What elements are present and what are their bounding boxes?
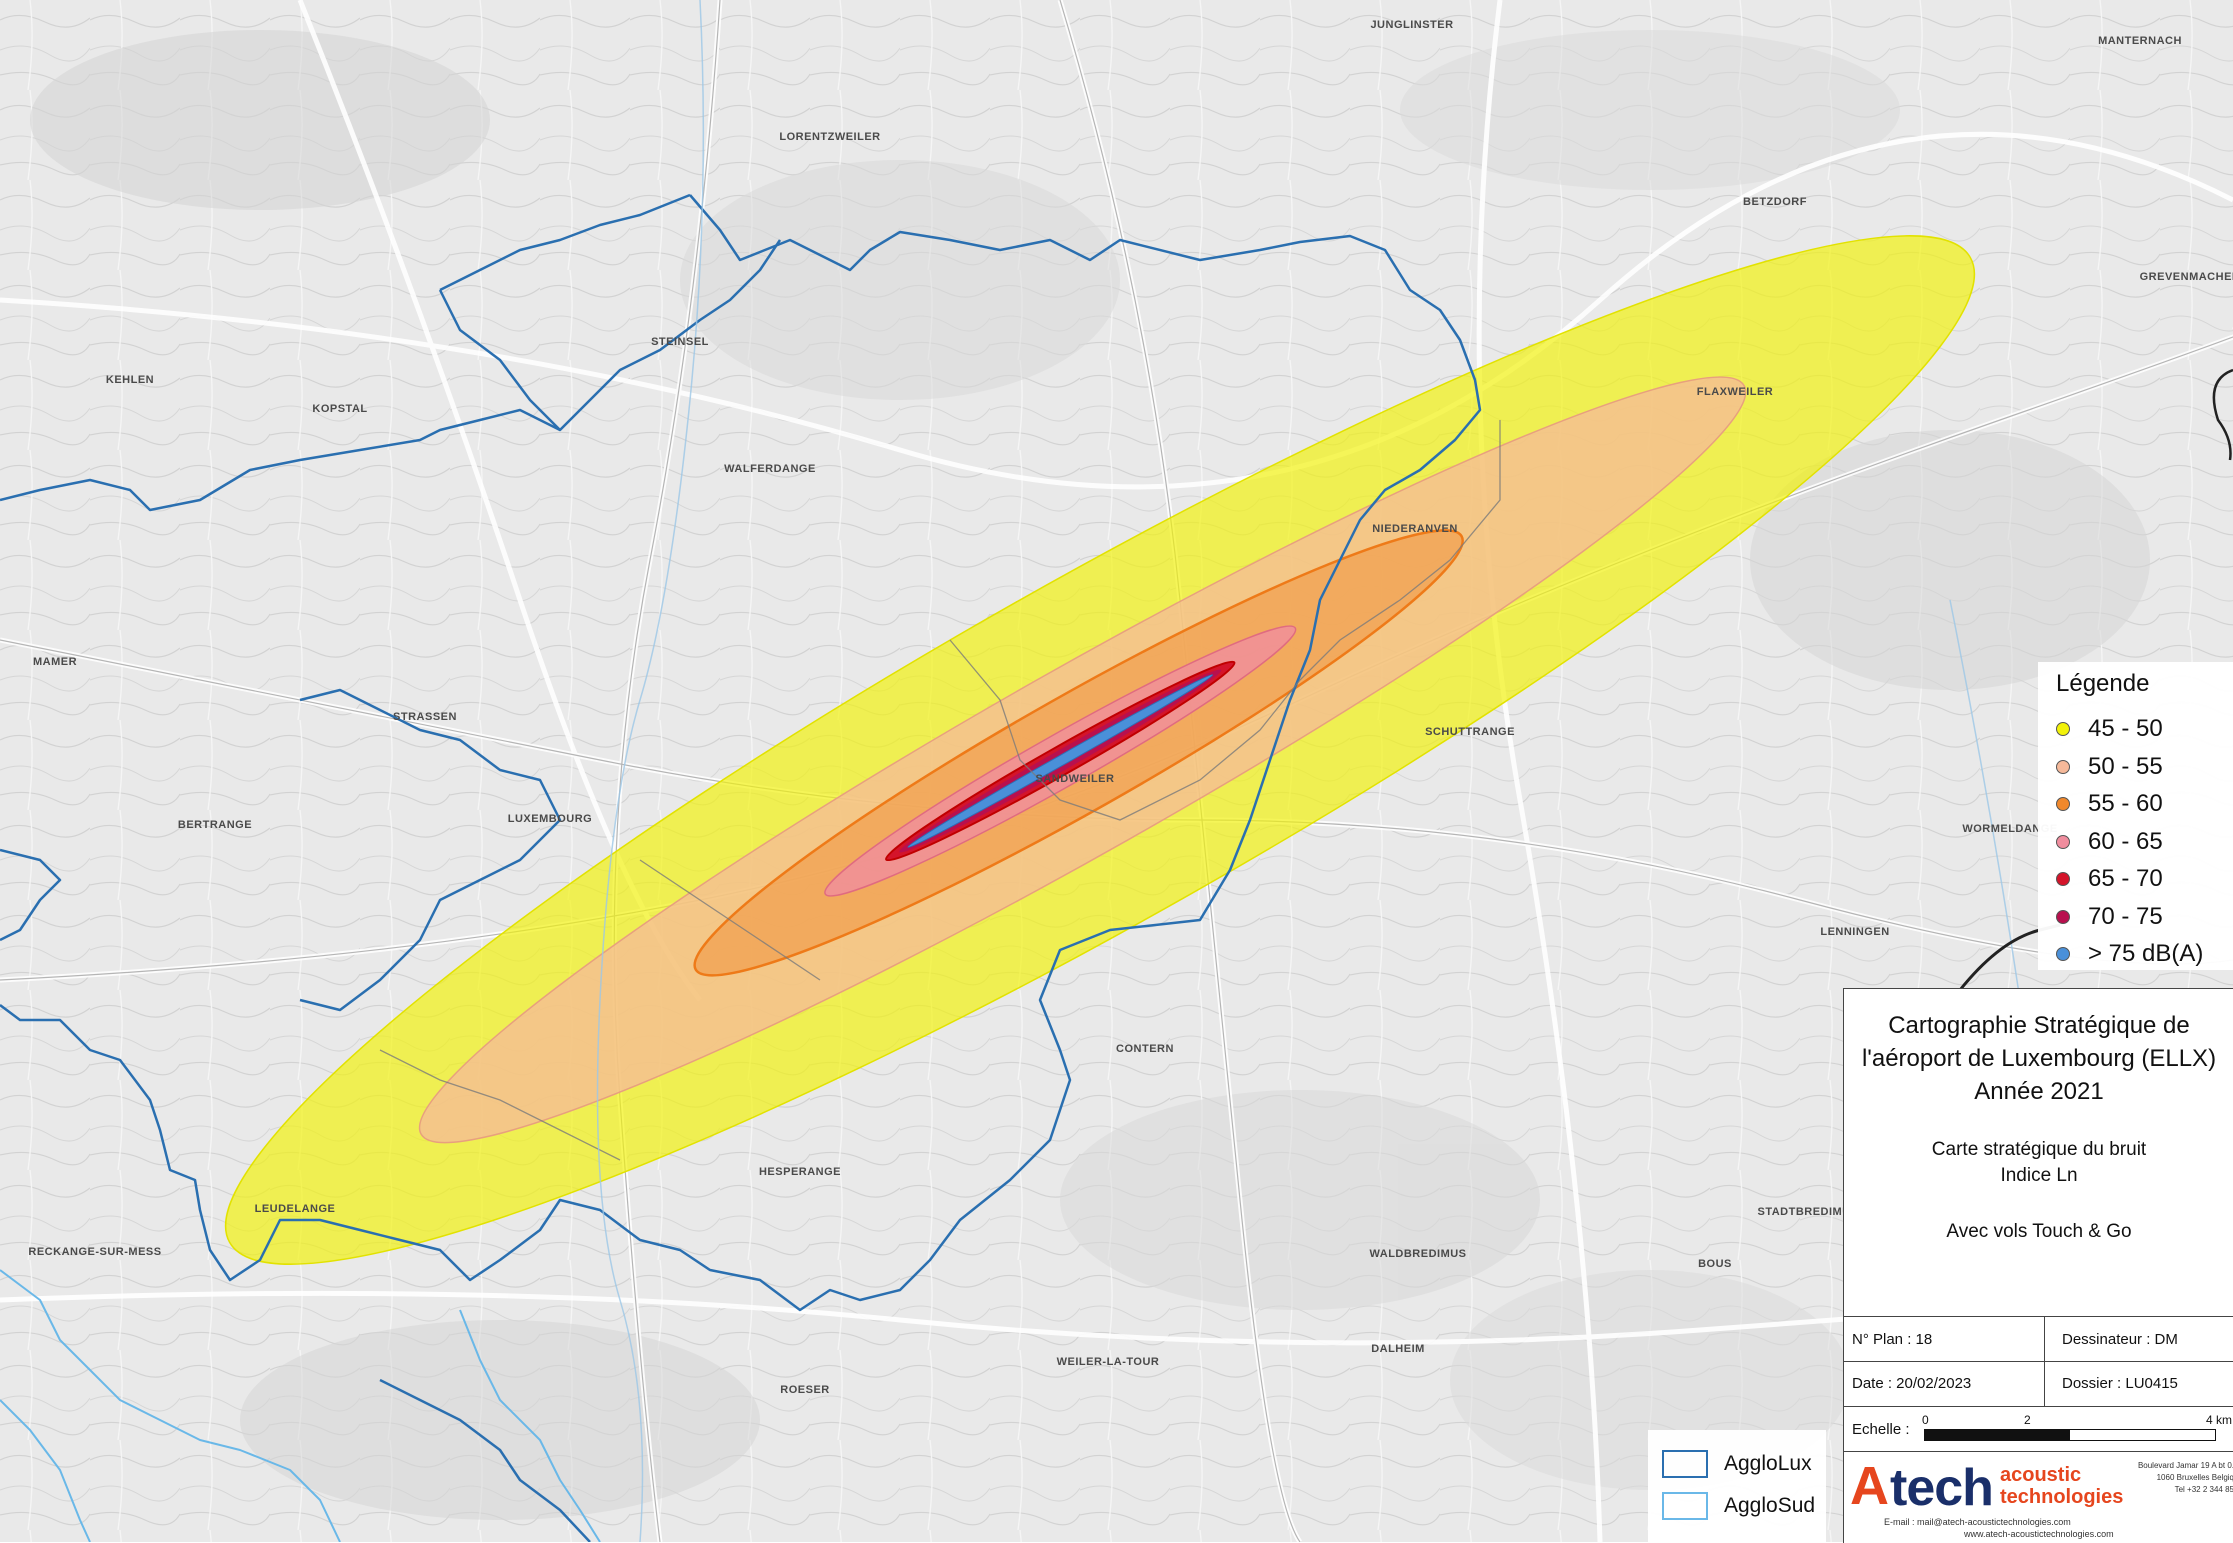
subtitle-line-3: Avec vols Touch & Go	[1946, 1221, 2132, 1242]
logo-tech: tech	[1890, 1459, 1994, 1517]
divider	[1844, 1316, 2233, 1317]
legend-label: > 75 dB(A)	[2088, 940, 2204, 967]
place-label: STEINSEL	[651, 336, 709, 348]
agglo-swatch	[1662, 1492, 1708, 1520]
scale-4: 4 km	[2206, 1413, 2233, 1427]
email: E-mail : mail@atech-acoustictechnologies…	[1884, 1517, 2071, 1527]
place-label: MANTERNACH	[2098, 35, 2182, 47]
company-logo: A tech acoustic technologies	[1850, 1456, 2123, 1526]
title-block: Cartographie Stratégique de l'aéroport d…	[1843, 988, 2233, 1543]
place-label: MAMER	[33, 656, 77, 668]
legend-title: Légende	[2056, 670, 2150, 697]
scale-2: 2	[2024, 1413, 2031, 1427]
subtitle-line-1: Carte stratégique du bruit	[1931, 1139, 2147, 1160]
agglo-label: AggloLux	[1724, 1452, 1812, 1475]
place-label: WALFERDANGE	[724, 463, 816, 475]
place-label: KOPSTAL	[312, 403, 367, 415]
legend-item: 60 - 65	[2056, 825, 2163, 859]
place-label: FLAXWEILER	[1697, 386, 1774, 398]
address-2: 1060 Bruxelles Belgiq	[2156, 1473, 2233, 1482]
legend-label: 65 - 70	[2088, 865, 2163, 892]
dossier: Dossier : LU0415	[2062, 1375, 2178, 1392]
place-label: BETZDORF	[1743, 196, 1807, 208]
place-label: WEILER-LA-TOUR	[1057, 1356, 1160, 1368]
agglosud-border	[0, 1269, 601, 1542]
agglo-swatch	[1662, 1450, 1708, 1478]
address-3: Tel +32 2 344 85	[2174, 1485, 2233, 1494]
place-label: LORENTZWEILER	[779, 131, 880, 143]
subtitle-line-2: Indice Ln	[2000, 1165, 2078, 1186]
legend-swatch	[2056, 909, 2070, 924]
legend-item: 45 - 50	[2056, 712, 2163, 746]
legend-item: 70 - 75	[2056, 900, 2163, 934]
place-label: ROESER	[780, 1384, 829, 1396]
place-label: BERTRANGE	[178, 819, 252, 831]
legend-swatch	[2056, 947, 2070, 961]
scale-label: Echelle :	[1852, 1421, 1910, 1438]
noise-legend: Légende 45 - 50 50 - 55 55 - 60 60 - 65 65 -…	[2038, 662, 2233, 970]
contour-over-75	[907, 674, 1214, 848]
place-label: BOUS	[1698, 1258, 1732, 1270]
agglo-item: AggloSud	[1662, 1492, 1815, 1520]
legend-swatch	[2056, 872, 2070, 886]
legend-swatch	[2056, 797, 2070, 811]
place-label: KEHLEN	[106, 374, 154, 386]
legend-label: 55 - 60	[2088, 790, 2163, 817]
place-label: STRASSEN	[393, 711, 457, 723]
place-label: HESPERANGE	[759, 1166, 841, 1178]
legend-swatch	[2056, 722, 2070, 736]
country-border-2	[1958, 923, 2061, 991]
place-label: JUNGLINSTER	[1370, 19, 1453, 31]
divider	[1844, 1451, 2233, 1452]
legend-label: 50 - 55	[2088, 752, 2163, 780]
noise-contours	[224, 235, 1976, 1265]
legend-swatch	[2056, 834, 2070, 849]
logo-technologies: technologies	[2000, 1486, 2124, 1508]
legend-swatch	[2056, 759, 2070, 774]
place-label: STADTBREDIMUS	[1757, 1206, 1858, 1218]
plan-date: Date : 20/02/2023	[1852, 1375, 1972, 1392]
agglo-item: AggloLux	[1662, 1450, 1812, 1478]
drawer: Dessinateur : DM	[2062, 1331, 2178, 1348]
legend-label: 45 - 50	[2088, 715, 2163, 742]
place-label: GREVENMACHER	[2140, 271, 2233, 283]
legend-item: > 75 dB(A)	[2056, 937, 2203, 971]
country-border	[2212, 368, 2233, 461]
logo-acoustic: acoustic	[2000, 1464, 2082, 1486]
legend-label: 70 - 75	[2088, 902, 2163, 930]
logo-a: A	[1850, 1456, 1889, 1516]
place-label: DALHEIM	[1371, 1343, 1425, 1355]
legend-item: 65 - 70	[2056, 862, 2163, 896]
place-label: NIEDERANVEN	[1372, 523, 1458, 535]
legend-label: 60 - 65	[2088, 827, 2163, 855]
divider	[1844, 1406, 2233, 1407]
place-label: SCHUTTRANGE	[1425, 726, 1515, 738]
place-label: CONTERN	[1116, 1043, 1174, 1055]
place-label: LUXEMBOURG	[508, 813, 592, 825]
title-line-3: Année 2021	[1974, 1078, 2104, 1105]
place-label: LENNINGEN	[1820, 926, 1889, 938]
website: www.atech-acoustictechnologies.com	[1964, 1529, 2114, 1539]
legend-item: 55 - 60	[2056, 787, 2163, 821]
address-1: Boulevard Jamar 19 A bt 0.	[2137, 1461, 2233, 1470]
place-label: WORMELDANGE	[1962, 823, 2057, 835]
scale-0: 0	[1922, 1413, 1929, 1427]
plan-number: N° Plan : 18	[1852, 1331, 1933, 1348]
scale-bar	[1924, 1429, 2216, 1441]
divider	[1844, 1361, 2233, 1362]
agglo-label: AggloSud	[1724, 1494, 1816, 1517]
title-line-2: l'aéroport de Luxembourg (ELLX)	[1861, 1045, 2217, 1072]
legend-item: 50 - 55	[2056, 750, 2163, 784]
place-label: WALDBREDIMUS	[1369, 1248, 1466, 1260]
commune-borders	[379, 420, 1501, 1161]
agglolux-border	[0, 193, 1482, 1542]
place-label: SANDWEILER	[1036, 773, 1115, 785]
place-label: RECKANGE-SUR-MESS	[28, 1246, 161, 1258]
title-line-1: Cartographie Stratégique de	[1888, 1012, 2190, 1039]
place-labels: JUNGLINSTER LORENTZWEILER BETZDORF STEINSEL…	[28, 19, 2233, 1396]
place-label: LEUDELANGE	[255, 1203, 336, 1215]
